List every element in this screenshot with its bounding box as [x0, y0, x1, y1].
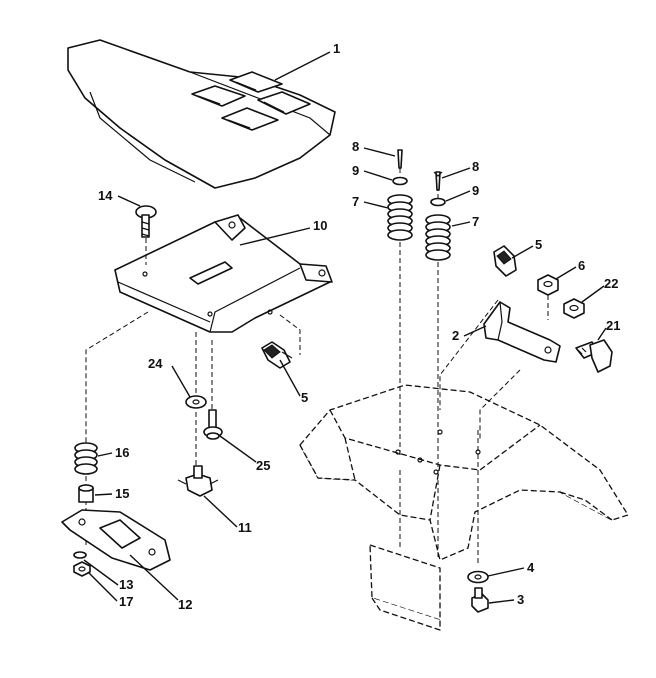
- washer-pan: [185, 395, 207, 409]
- callout-washer-frame: 4: [527, 560, 535, 575]
- callout-bolt-frame: 3: [517, 592, 524, 607]
- bushing: [78, 484, 94, 503]
- callout-nut-22: 22: [604, 276, 618, 291]
- spring-left: [387, 194, 413, 241]
- washer-slide: [73, 551, 87, 559]
- callout-seat-bolt: 14: [98, 188, 113, 203]
- callout-bushing: 15: [115, 486, 129, 501]
- callout-nut-6: 6: [578, 258, 585, 273]
- callout-pivot-clip: 11: [238, 520, 252, 535]
- shoulder-bolt: [203, 409, 223, 440]
- callout-bolt-21: 21: [606, 318, 620, 333]
- callout-spring-left: 7: [352, 194, 359, 209]
- callout-washer-slide: 13: [119, 577, 133, 592]
- cotter-right: [433, 171, 443, 191]
- bolt-frame: [471, 587, 489, 613]
- seat: [67, 39, 336, 189]
- callout-washer-pan: 24: [148, 356, 163, 371]
- callout-washer-right: 9: [472, 183, 479, 198]
- washer-left: [392, 176, 408, 186]
- callout-bracket: 2: [452, 328, 459, 343]
- chassis-holes: [395, 429, 481, 475]
- callout-spring-right: 7: [472, 214, 479, 229]
- pivot-clip: [177, 465, 219, 497]
- assembly-lines-right: [399, 160, 549, 565]
- nut-6: [537, 274, 559, 296]
- callout-slide-plate: 12: [178, 597, 192, 612]
- callout-seat: 1: [333, 41, 340, 56]
- knob-right: [493, 245, 517, 277]
- knob-left: [261, 341, 293, 369]
- callout-seat-pan: 10: [313, 218, 327, 233]
- callout-cotter-left: 8: [352, 139, 359, 154]
- seat-pan: [114, 214, 333, 333]
- callout-nut-slide: 17: [119, 594, 133, 609]
- callout-knob-right: 5: [535, 237, 542, 252]
- callout-shoulder-bolt: 25: [256, 458, 270, 473]
- callout-washer-left: 9: [352, 163, 359, 178]
- nut-slide: [73, 561, 91, 577]
- bracket: [483, 301, 561, 363]
- spring-right: [425, 214, 451, 261]
- callout-knob-left: 5: [301, 390, 308, 405]
- spring-seat-front: [74, 442, 98, 475]
- seat-bolt: [135, 205, 157, 238]
- washer-frame: [467, 570, 489, 584]
- callout-cotter-right: 8: [472, 159, 479, 174]
- nut-22: [563, 298, 585, 319]
- slide-plate: [61, 509, 171, 571]
- washer-right: [430, 197, 446, 207]
- cotter-left: [397, 149, 403, 169]
- chassis-fender: [299, 384, 629, 631]
- leader-lines: [83, 51, 607, 604]
- bolt-21: [575, 339, 613, 373]
- callout-spring-seat-front: 16: [115, 445, 129, 460]
